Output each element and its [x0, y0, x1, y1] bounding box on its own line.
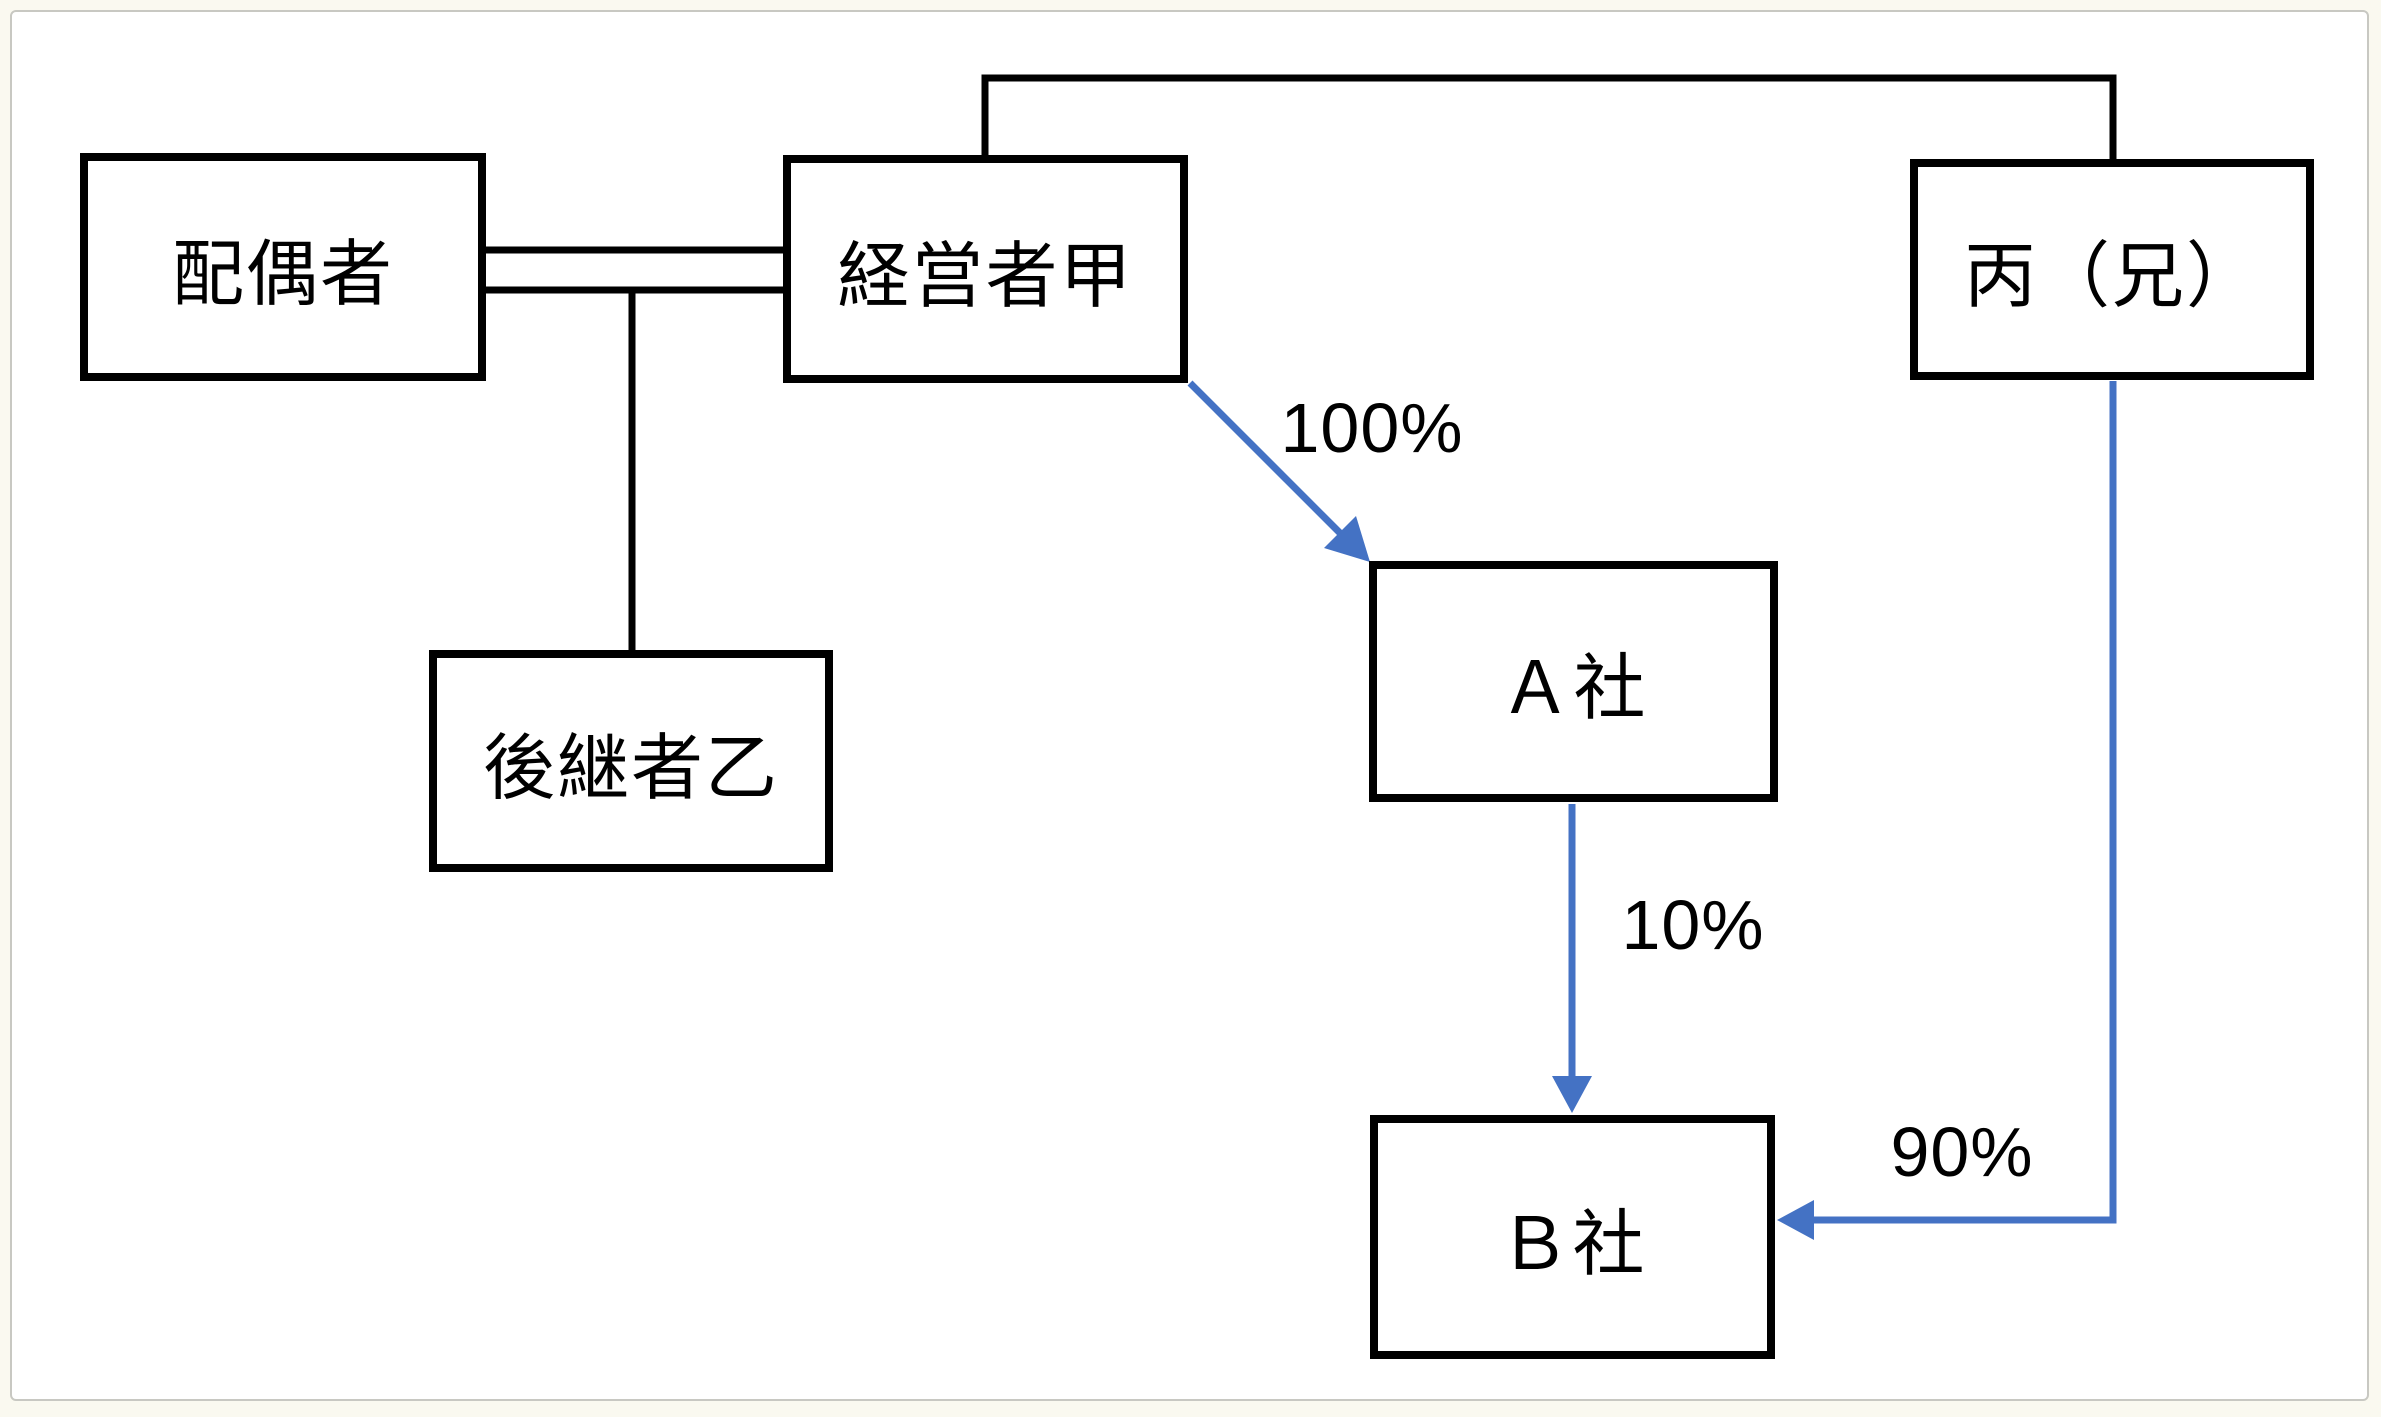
ownership-arrow-90 — [1777, 381, 2117, 1240]
ownership-label-10: 10% — [1621, 886, 1765, 964]
node-successor-otsu: 後継者乙 — [429, 650, 833, 872]
node-owner-ko: 経営者甲 — [783, 155, 1188, 383]
sibling-connector-line — [981, 74, 2117, 162]
node-company-a-label: Ａ社 — [1499, 649, 1648, 729]
node-owner-ko-label: 経営者甲 — [837, 236, 1134, 317]
ownership-label-100: 100% — [1280, 389, 1464, 467]
node-brother-hei: 丙（兄） — [1910, 159, 2314, 380]
ownership-arrow-100 — [1187, 380, 1370, 562]
node-company-a: Ａ社 — [1369, 561, 1778, 802]
node-spouse: 配偶者 — [80, 153, 486, 381]
node-company-b: Ｂ社 — [1370, 1115, 1775, 1359]
node-company-b-label: Ｂ社 — [1498, 1204, 1647, 1285]
ownership-arrow-10 — [1552, 804, 1592, 1113]
node-spouse-label: 配偶者 — [171, 234, 394, 315]
node-successor-otsu-label: 後継者乙 — [482, 728, 779, 809]
node-brother-hei-label: 丙（兄） — [1963, 237, 2260, 317]
ownership-label-90: 90% — [1890, 1113, 2034, 1191]
